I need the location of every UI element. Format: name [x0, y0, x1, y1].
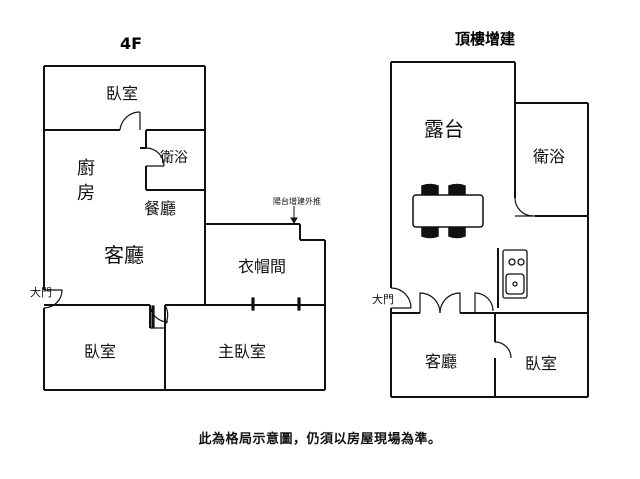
plan-rooftop [390, 61, 589, 398]
door-swing-bedroom-bottom [149, 304, 169, 323]
door-swing-main [43, 289, 63, 309]
main-door-label-4f: 大門 [30, 285, 52, 299]
room-label-kitchen-2: 房 [77, 183, 95, 204]
room-label-bedroom-bottom: 臥室 [84, 342, 116, 361]
footer-note: 此為格局示意圖，仍須以房屋現場為準。 [198, 432, 442, 447]
dining-table-icon [412, 183, 484, 239]
room-label-cloakroom: 衣帽間 [238, 257, 286, 276]
room-label-living-4f: 客廳 [104, 243, 144, 267]
door-swing-bedroom-top [119, 111, 141, 131]
window-mark [251, 297, 255, 311]
door-swing-bath-roof [514, 197, 534, 217]
plan-title-rooftop: 頂樓增建 [455, 30, 516, 48]
door-swing-double-left [419, 292, 441, 314]
room-label-living-roof: 客廳 [425, 352, 457, 371]
door-swing-bath [145, 147, 165, 167]
room-label-bedroom-roof: 臥室 [525, 354, 557, 373]
main-door-label-roof: 大門 [372, 292, 394, 306]
door-swing-kitchen [474, 292, 494, 313]
room-label-kitchen-1: 廚 [77, 157, 95, 179]
door-swing-bedroom-roof [494, 341, 512, 359]
door-swing-double-right [439, 292, 461, 314]
balcony-note: 陽台增建外推 [273, 196, 321, 206]
plan-title-4f: 4F [120, 34, 142, 53]
room-label-bath-roof: 衛浴 [533, 147, 565, 166]
room-label-dining: 餐廳 [144, 199, 176, 218]
door-swing-main-roof [390, 287, 412, 309]
kitchen-sink-icon [502, 249, 528, 299]
room-label-bath-4f: 衛浴 [160, 150, 188, 166]
plan-4f [43, 65, 326, 391]
door-swing-master [164, 304, 169, 326]
room-label-bedroom-top: 臥室 [106, 84, 138, 103]
window-mark [297, 297, 301, 311]
room-label-master: 主臥室 [218, 342, 266, 361]
room-label-terrace: 露台 [424, 117, 464, 141]
